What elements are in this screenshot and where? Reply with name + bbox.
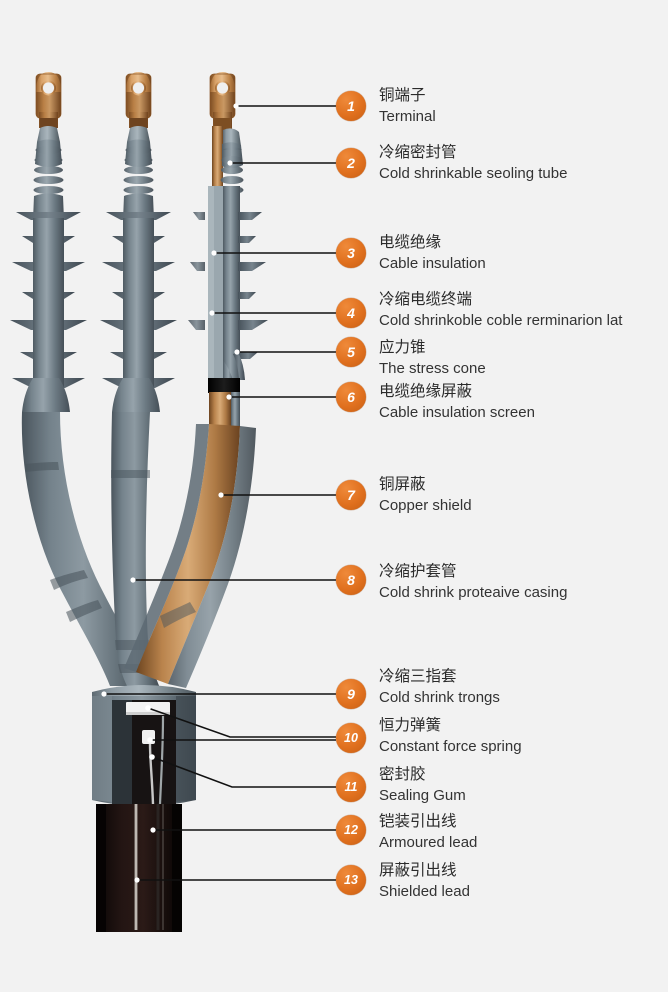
callout-label-cn-6: 电缆绝缘屏蔽	[379, 382, 473, 400]
callout-label-cn-13: 屏蔽引出线	[379, 861, 457, 879]
callout-label-cn-12: 铠装引出线	[379, 812, 457, 830]
cable-jacket	[96, 804, 182, 932]
callout-label-en-9: Cold shrink trongs	[379, 689, 500, 706]
callout-label-en-5: The stress cone	[379, 360, 486, 377]
copper-lug-right	[209, 72, 236, 119]
callout-label-en-13: Shielded lead	[379, 883, 470, 900]
callout-label-cn-1: 铜端子	[379, 86, 426, 104]
callout-label-cn-8: 冷缩护套管	[379, 562, 457, 580]
callout-label-en-12: Armoured lead	[379, 834, 478, 851]
callout-label-cn-11: 密封胶	[379, 765, 426, 783]
callout-badge-3[interactable]: 3	[336, 238, 366, 268]
callout-label-cn-5: 应力锥	[379, 338, 426, 356]
phase-leg-right-cutaway	[124, 72, 268, 688]
callout-label-cn-2: 冷缩密封管	[379, 143, 457, 161]
callout-badge-1[interactable]: 1	[336, 91, 366, 121]
callout-label-cn-9: 冷缩三指套	[379, 667, 457, 685]
callout-badge-10[interactable]: 10	[336, 723, 366, 753]
callout-badge-5[interactable]: 5	[336, 337, 366, 367]
insulation-screen-band	[208, 378, 240, 393]
leader-lines	[104, 105, 336, 881]
copper-lug-middle	[125, 72, 152, 130]
callout-label-en-7: Copper shield	[379, 497, 472, 514]
callout-badge-8[interactable]: 8	[336, 565, 366, 595]
phase-leg-left	[10, 72, 150, 686]
callout-label-cn-10: 恒力弹簧	[379, 716, 442, 734]
callout-label-en-8: Cold shrink proteaive casing	[379, 584, 568, 601]
callout-badge-11[interactable]: 11	[336, 772, 366, 802]
callout-label-en-11: Sealing Gum	[379, 787, 466, 804]
callout-label-en-2: Cold shrinkable seoling tube	[379, 165, 568, 182]
callout-label-en-1: Terminal	[379, 108, 436, 125]
callout-badge-13[interactable]: 13	[336, 865, 366, 895]
callout-badge-6[interactable]: 6	[336, 382, 366, 412]
callout-label-cn-4: 冷缩电缆终端	[379, 290, 473, 308]
callout-label-en-6: Cable insulation screen	[379, 404, 535, 421]
callout-badge-4[interactable]: 4	[336, 298, 366, 328]
callout-label-en-3: Cable insulation	[379, 255, 486, 272]
callout-label-cn-3: 电缆绝缘	[379, 233, 442, 251]
callout-label-cn-7: 铜屏蔽	[379, 475, 426, 493]
callout-label-en-10: Constant force spring	[379, 738, 522, 755]
callout-badge-7[interactable]: 7	[336, 480, 366, 510]
insulator-skirts-right	[188, 212, 268, 359]
callout-badge-2[interactable]: 2	[336, 148, 366, 178]
callout-label-en-4: Cold shrinkoble coble rerminarion lat	[379, 312, 623, 329]
leader-anchor-dots	[101, 103, 240, 883]
callout-badge-12[interactable]: 12	[336, 815, 366, 845]
callout-badge-9[interactable]: 9	[336, 679, 366, 709]
